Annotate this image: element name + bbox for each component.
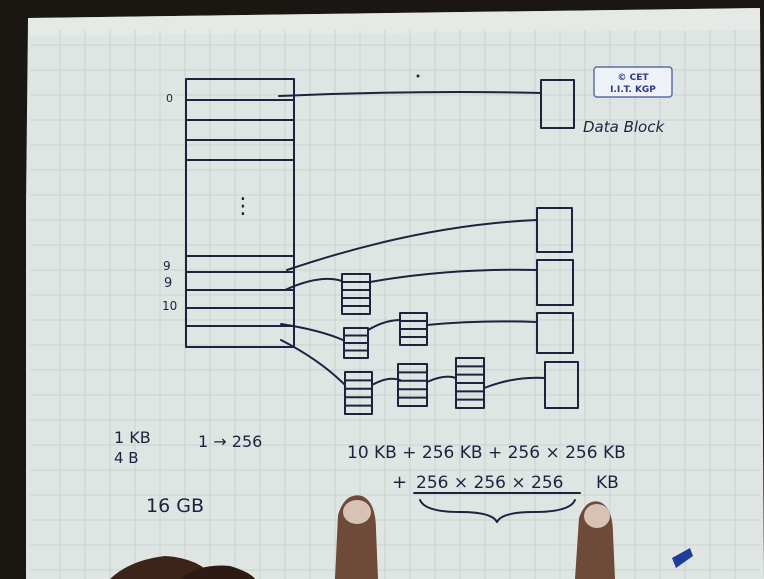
fingernail-right bbox=[584, 504, 610, 528]
index-label-10: 10 bbox=[162, 299, 177, 313]
index-label-9-overwritten: 9 bbox=[163, 259, 171, 273]
note-sum-plus: + bbox=[392, 472, 407, 493]
logo-line-2: I.I.T. KGP bbox=[610, 85, 656, 95]
index-label-9: 9 bbox=[164, 276, 172, 291]
note-ratio: 1 → 256 bbox=[198, 432, 262, 451]
note-sum-term: 256 × 256 × 256 bbox=[416, 473, 563, 493]
ink-dot bbox=[417, 75, 420, 78]
logo-line-1: © CET bbox=[617, 73, 649, 83]
fingernail-left bbox=[343, 500, 371, 524]
cet-logo: © CET I.I.T. KGP bbox=[594, 67, 672, 97]
index-label-0: 0 bbox=[166, 92, 173, 105]
note-sum-unit: KB bbox=[596, 473, 619, 493]
data-block-label: Data Block bbox=[583, 118, 665, 136]
left-dark-edge bbox=[0, 0, 26, 579]
ellipsis-mark: ⋮ bbox=[232, 194, 254, 219]
index-block bbox=[456, 358, 484, 408]
note-1kb: 1 KB bbox=[114, 428, 151, 447]
note-16gb: 16 GB bbox=[146, 495, 204, 517]
note-4b: 4 B bbox=[114, 449, 139, 467]
note-sum-line-1: 10 KB + 256 KB + 256 × 256 KB bbox=[347, 443, 626, 463]
